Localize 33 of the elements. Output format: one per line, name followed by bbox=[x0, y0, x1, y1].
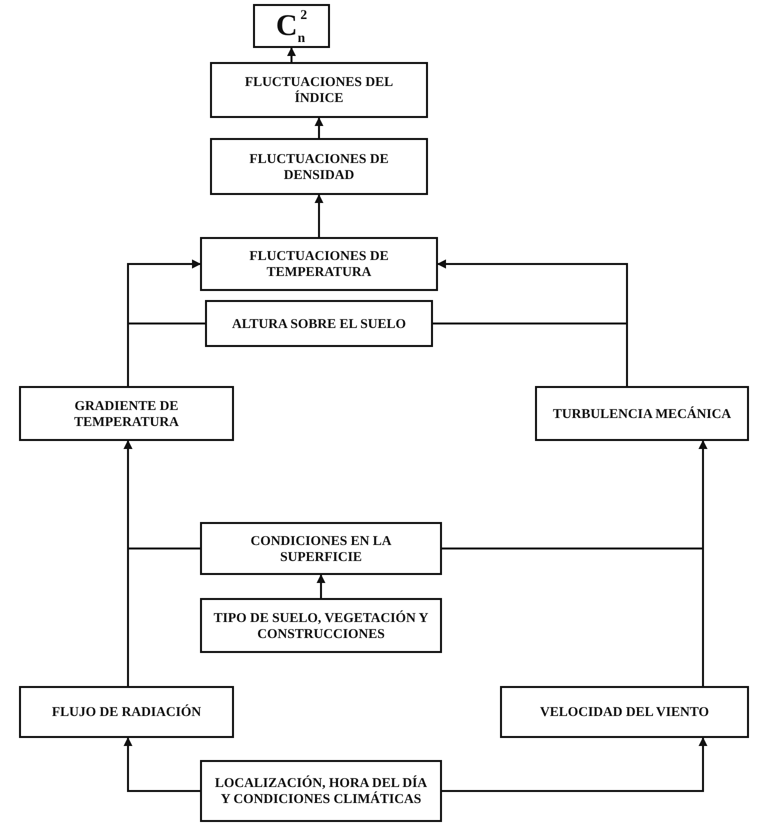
arrow bbox=[314, 117, 324, 138]
arrow bbox=[442, 440, 708, 550]
box-label: FLUCTUACIONES DEL ÍNDICE bbox=[244, 74, 394, 106]
arrow bbox=[442, 737, 708, 792]
box-label: FLUCTUACIONES DE DENSIDAD bbox=[248, 150, 390, 182]
box-label: TURBULENCIA MECÁNICA bbox=[552, 406, 732, 422]
process-box bbox=[200, 598, 442, 653]
process-box bbox=[253, 4, 330, 48]
process-box bbox=[210, 62, 428, 118]
box-label: FLUJO DE RADIACIÓN bbox=[52, 704, 202, 720]
arrow bbox=[127, 260, 205, 324]
box-label: VELOCIDAD DEL VIENTO bbox=[540, 704, 710, 720]
box-label: GRADIENTE DE TEMPERATURA bbox=[73, 398, 180, 430]
process-box bbox=[19, 686, 234, 738]
process-box bbox=[500, 686, 749, 738]
arrow bbox=[316, 574, 326, 598]
arrow bbox=[124, 440, 200, 550]
box-label: ALTURA SOBRE EL SUELO bbox=[232, 316, 406, 332]
arrow bbox=[433, 260, 628, 324]
process-box bbox=[19, 386, 234, 441]
box-label: TIPO DE SUELO, VEGETACIÓN Y CONSTRUCCIONES bbox=[212, 610, 430, 642]
box-label: CONDICIONES EN LA SUPERFICIE bbox=[249, 532, 393, 564]
box-label: FLUCTUACIONES DE TEMPERATURA bbox=[248, 248, 390, 280]
arrow bbox=[124, 737, 200, 792]
arrow bbox=[314, 194, 324, 237]
process-box bbox=[200, 760, 442, 822]
process-box bbox=[535, 386, 749, 441]
box-label: LOCALIZACIÓN, HORA DEL DÍA Y CONDICIONES CLIMÁTICAS bbox=[214, 775, 428, 807]
process-box bbox=[210, 138, 428, 195]
arrow bbox=[287, 47, 296, 62]
process-box bbox=[200, 522, 442, 575]
process-box bbox=[200, 237, 438, 291]
process-box bbox=[205, 300, 433, 347]
